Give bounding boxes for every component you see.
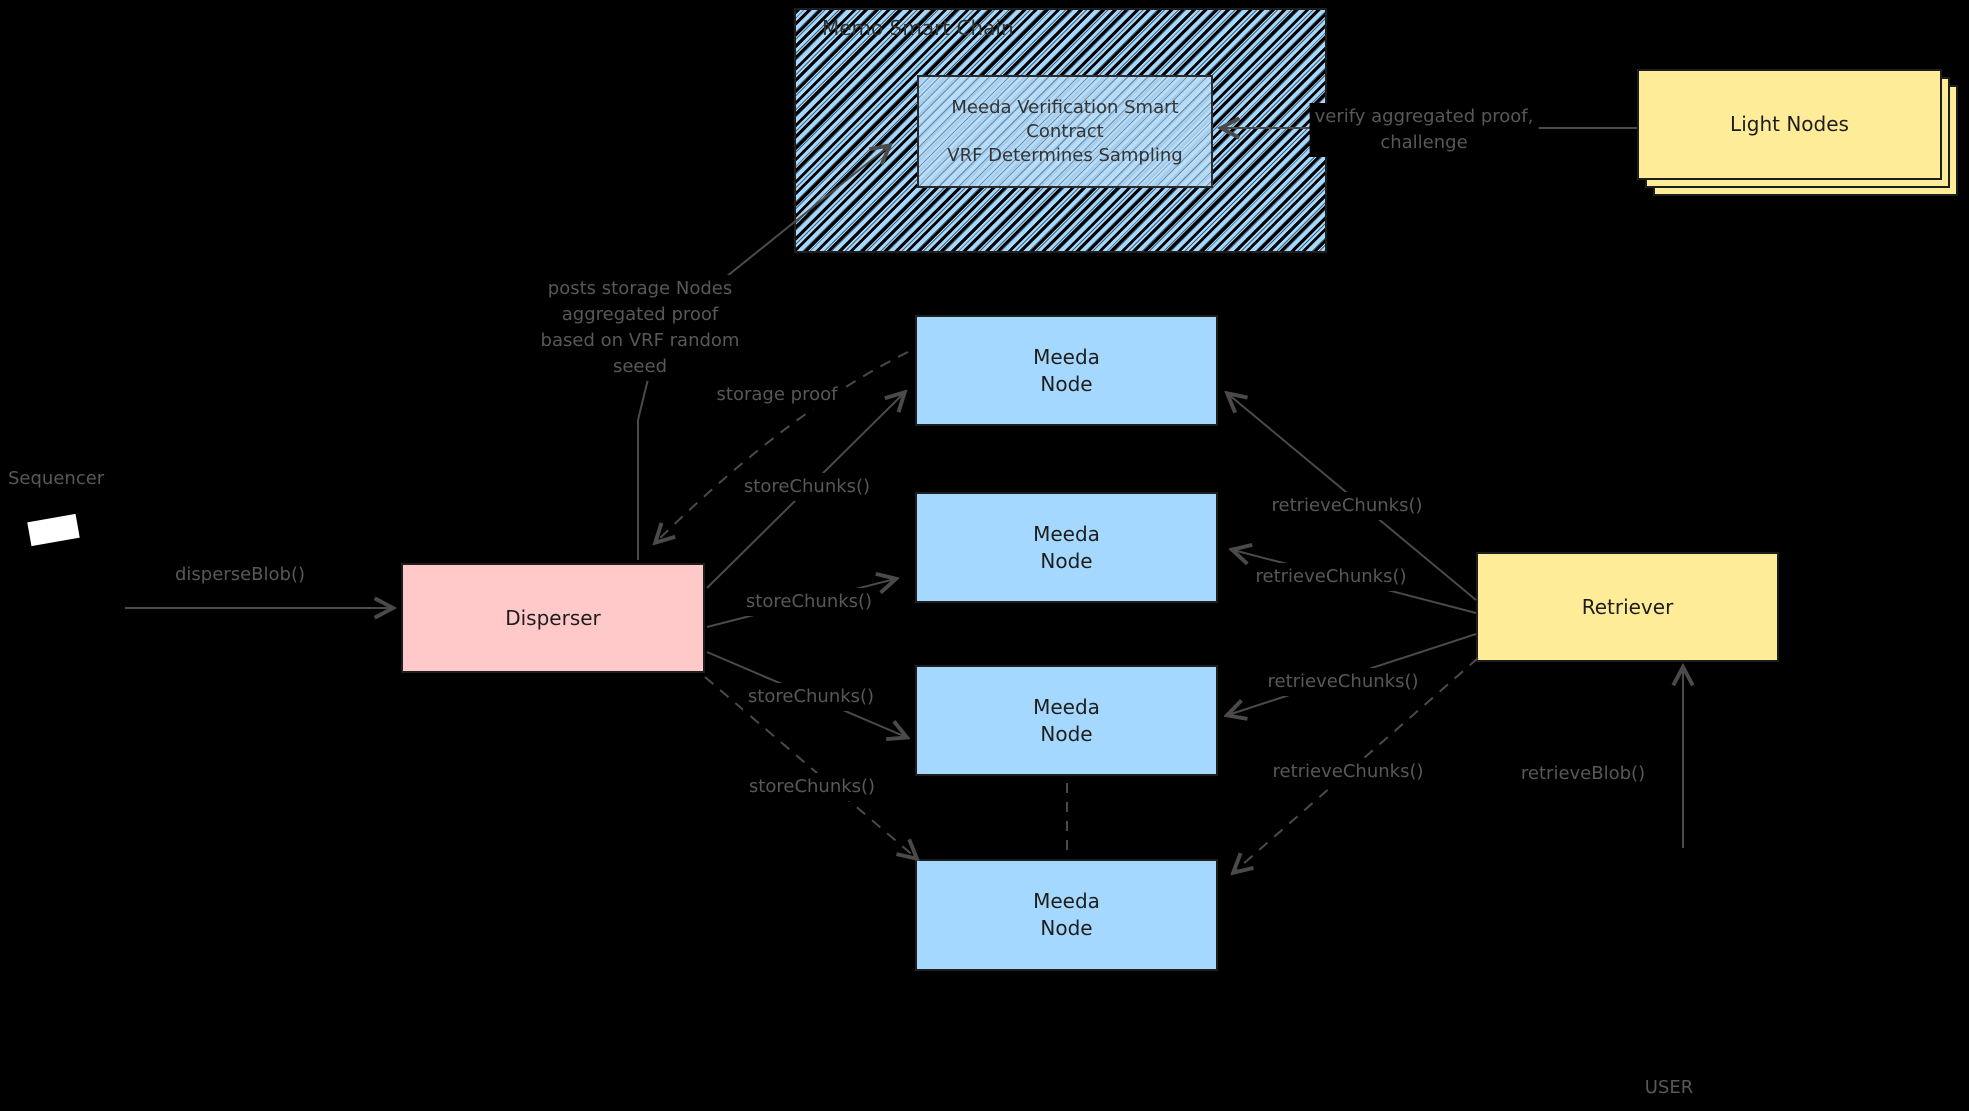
label-retrieve-chunks-3: retrieveChunks(): [1262, 668, 1424, 696]
retriever-box: Retriever: [1476, 552, 1779, 662]
label-retrieve-chunks-4: retrieveChunks(): [1267, 758, 1429, 786]
label-store-chunks-2: storeChunks(): [740, 588, 878, 616]
meeda-node-box-2: Meeda Node: [915, 492, 1218, 603]
label-retrieve-blob: retrieveBlob(): [1520, 763, 1646, 784]
label-store-chunks-1: storeChunks(): [738, 473, 876, 501]
sequencer-label: Sequencer: [8, 468, 105, 489]
verification-contract-box: Meeda Verification Smart Contract VRF De…: [917, 75, 1213, 188]
label-posts-proof: posts storage Nodes aggregated proof bas…: [535, 275, 745, 381]
sequencer-shape: [27, 513, 80, 547]
user-label: USER: [1644, 1077, 1694, 1098]
label-storage-proof: storage proof: [711, 381, 843, 409]
label-retrieve-chunks-2: retrieveChunks(): [1250, 563, 1412, 591]
light-nodes-box: Light Nodes: [1637, 69, 1942, 180]
label-verify-challenge: verify aggregated proof, challenge: [1309, 103, 1539, 157]
meeda-node-box-4: Meeda Node: [915, 859, 1218, 971]
label-store-chunks-3: storeChunks(): [742, 683, 880, 711]
meeda-node-box-1: Meeda Node: [915, 315, 1218, 426]
label-disperse-blob: disperseBlob(): [175, 564, 305, 585]
memo-smart-chain-title: Memo Smart Chain: [822, 16, 1014, 40]
meeda-node-box-3: Meeda Node: [915, 665, 1218, 776]
disperser-box: Disperser: [401, 563, 705, 673]
label-retrieve-chunks-1: retrieveChunks(): [1266, 492, 1428, 520]
label-store-chunks-4: storeChunks(): [743, 773, 881, 801]
